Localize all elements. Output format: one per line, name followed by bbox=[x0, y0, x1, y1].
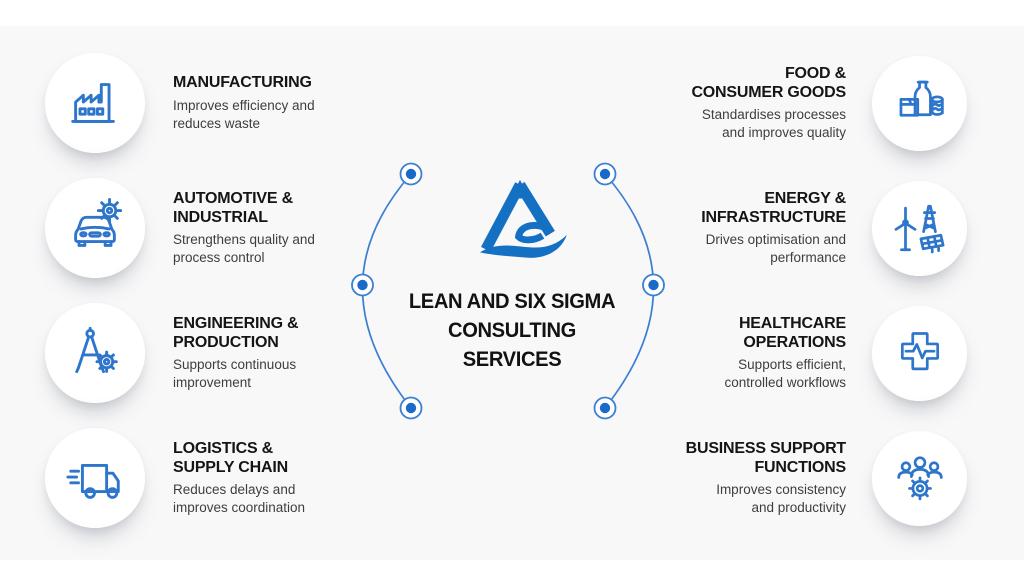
page-title: LEAN AND SIX SIGMA CONSULTING SERVICES bbox=[408, 290, 616, 371]
delivery-truck-icon bbox=[66, 463, 120, 499]
sector-description: Strengthens quality and process control bbox=[173, 232, 315, 266]
energy-infrastructure-icon bbox=[894, 204, 944, 254]
sector-healthcare: HEALTHCARE OPERATIONS Supports efficient… bbox=[645, 301, 967, 405]
icon-circle bbox=[872, 55, 967, 151]
connector-dot bbox=[399, 396, 423, 420]
sector-manufacturing: MANUFACTURING Improves efficiency and re… bbox=[45, 51, 353, 155]
icon-circle bbox=[872, 180, 967, 276]
sector-title: FOOD & CONSUMER GOODS bbox=[691, 64, 846, 102]
food-goods-icon bbox=[899, 80, 944, 117]
car-gear-icon bbox=[74, 197, 123, 247]
sector-food: FOOD & CONSUMER GOODS Standardises proce… bbox=[645, 51, 967, 155]
compass-gear-icon bbox=[75, 326, 118, 374]
sector-title: ENGINEERING & PRODUCTION bbox=[173, 314, 299, 352]
icon-circle bbox=[45, 178, 145, 278]
sector-title: BUSINESS SUPPORT FUNCTIONS bbox=[685, 439, 847, 477]
triangle-delta-swoosh-logo bbox=[479, 179, 567, 258]
connector-dot bbox=[399, 162, 423, 186]
connector-arcs bbox=[351, 162, 665, 420]
sector-automotive: AUTOMOTIVE & INDUSTRIAL Strengthens qual… bbox=[45, 176, 353, 280]
sector-logistics: LOGISTICS & SUPPLY CHAIN Reduces delays … bbox=[45, 426, 353, 530]
icon-circle bbox=[45, 303, 145, 403]
background-band bbox=[0, 26, 1024, 560]
icon-circle bbox=[45, 53, 145, 153]
sector-description: Standardises processes and improves qual… bbox=[701, 107, 846, 141]
factory-icon bbox=[71, 83, 115, 123]
sector-title: MANUFACTURING bbox=[173, 74, 312, 92]
connector-dot bbox=[593, 396, 617, 420]
connector-dot bbox=[351, 273, 374, 297]
sector-description: Supports continuous improvement bbox=[173, 357, 297, 391]
connector-dot bbox=[642, 273, 665, 297]
sector-engineering: ENGINEERING & PRODUCTION Supports contin… bbox=[45, 301, 353, 405]
medical-cross-icon bbox=[900, 332, 939, 371]
sector-description: Improves consistency and productivity bbox=[716, 482, 846, 516]
sector-description: Drives optimisation and performance bbox=[705, 232, 846, 266]
connector-dot bbox=[593, 162, 617, 186]
sector-title: AUTOMOTIVE & INDUSTRIAL bbox=[173, 189, 293, 227]
sector-energy: ENERGY & INFRASTRUCTURE Drives optimisat… bbox=[645, 176, 967, 280]
sector-title: ENERGY & INFRASTRUCTURE bbox=[701, 189, 846, 227]
icon-circle bbox=[872, 430, 967, 526]
sector-business-support: BUSINESS SUPPORT FUNCTIONS Improves cons… bbox=[645, 426, 967, 530]
team-gear-icon bbox=[896, 456, 943, 501]
sector-title: HEALTHCARE OPERATIONS bbox=[738, 314, 846, 352]
sector-description: Improves efficiency and reduces waste bbox=[173, 97, 315, 131]
sector-description: Reduces delays and improves coordination bbox=[173, 482, 306, 516]
sector-title: LOGISTICS & SUPPLY CHAIN bbox=[173, 439, 288, 477]
icon-circle bbox=[872, 305, 967, 401]
sector-description: Supports efficient, controlled workflows bbox=[724, 357, 846, 391]
icon-circle bbox=[45, 428, 145, 528]
